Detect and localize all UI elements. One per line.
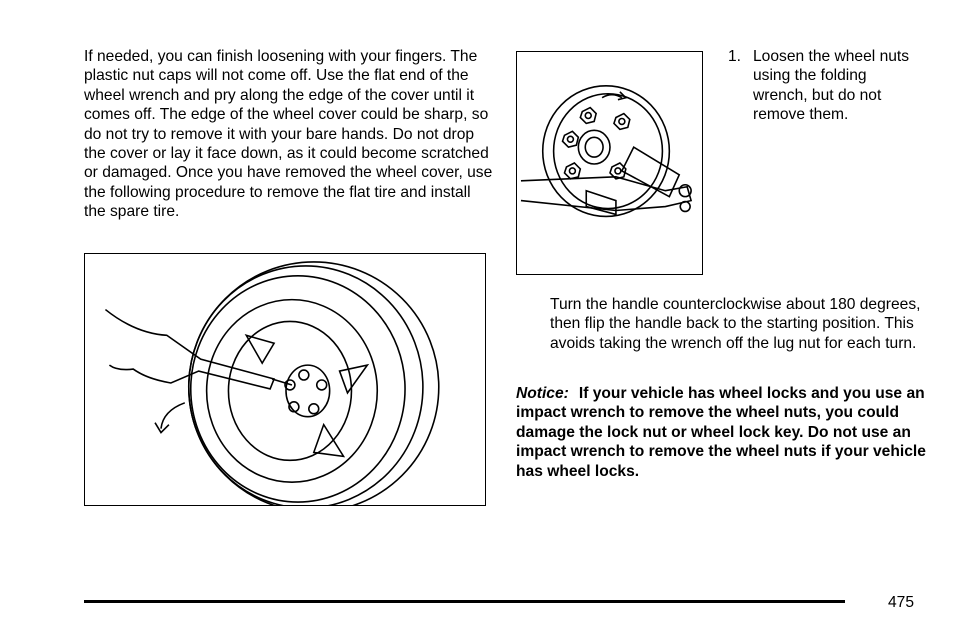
- turn-handle-paragraph: Turn the handle counterclockwise about 1…: [550, 296, 921, 352]
- lug-nut-icon: [561, 130, 580, 149]
- step-text: Loosen the wheel nuts using the folding …: [753, 48, 910, 124]
- page-number: 475: [888, 594, 915, 611]
- wheel-cover-removal-illustration: [84, 253, 486, 506]
- intro-paragraph: If needed, you can finish loosening with…: [84, 48, 493, 221]
- notice-paragraph: Notice:If your vehicle has wheel locks a…: [516, 384, 936, 481]
- notice-label: Notice:: [516, 385, 569, 402]
- step-1: 1. Loosen the wheel nuts using the foldi…: [728, 47, 928, 125]
- wrench-on-lug-nut-illustration: [516, 51, 703, 275]
- footer-rule: [84, 600, 845, 603]
- notice-text: If your vehicle has wheel locks and you …: [516, 385, 926, 480]
- step-number: 1.: [728, 48, 742, 65]
